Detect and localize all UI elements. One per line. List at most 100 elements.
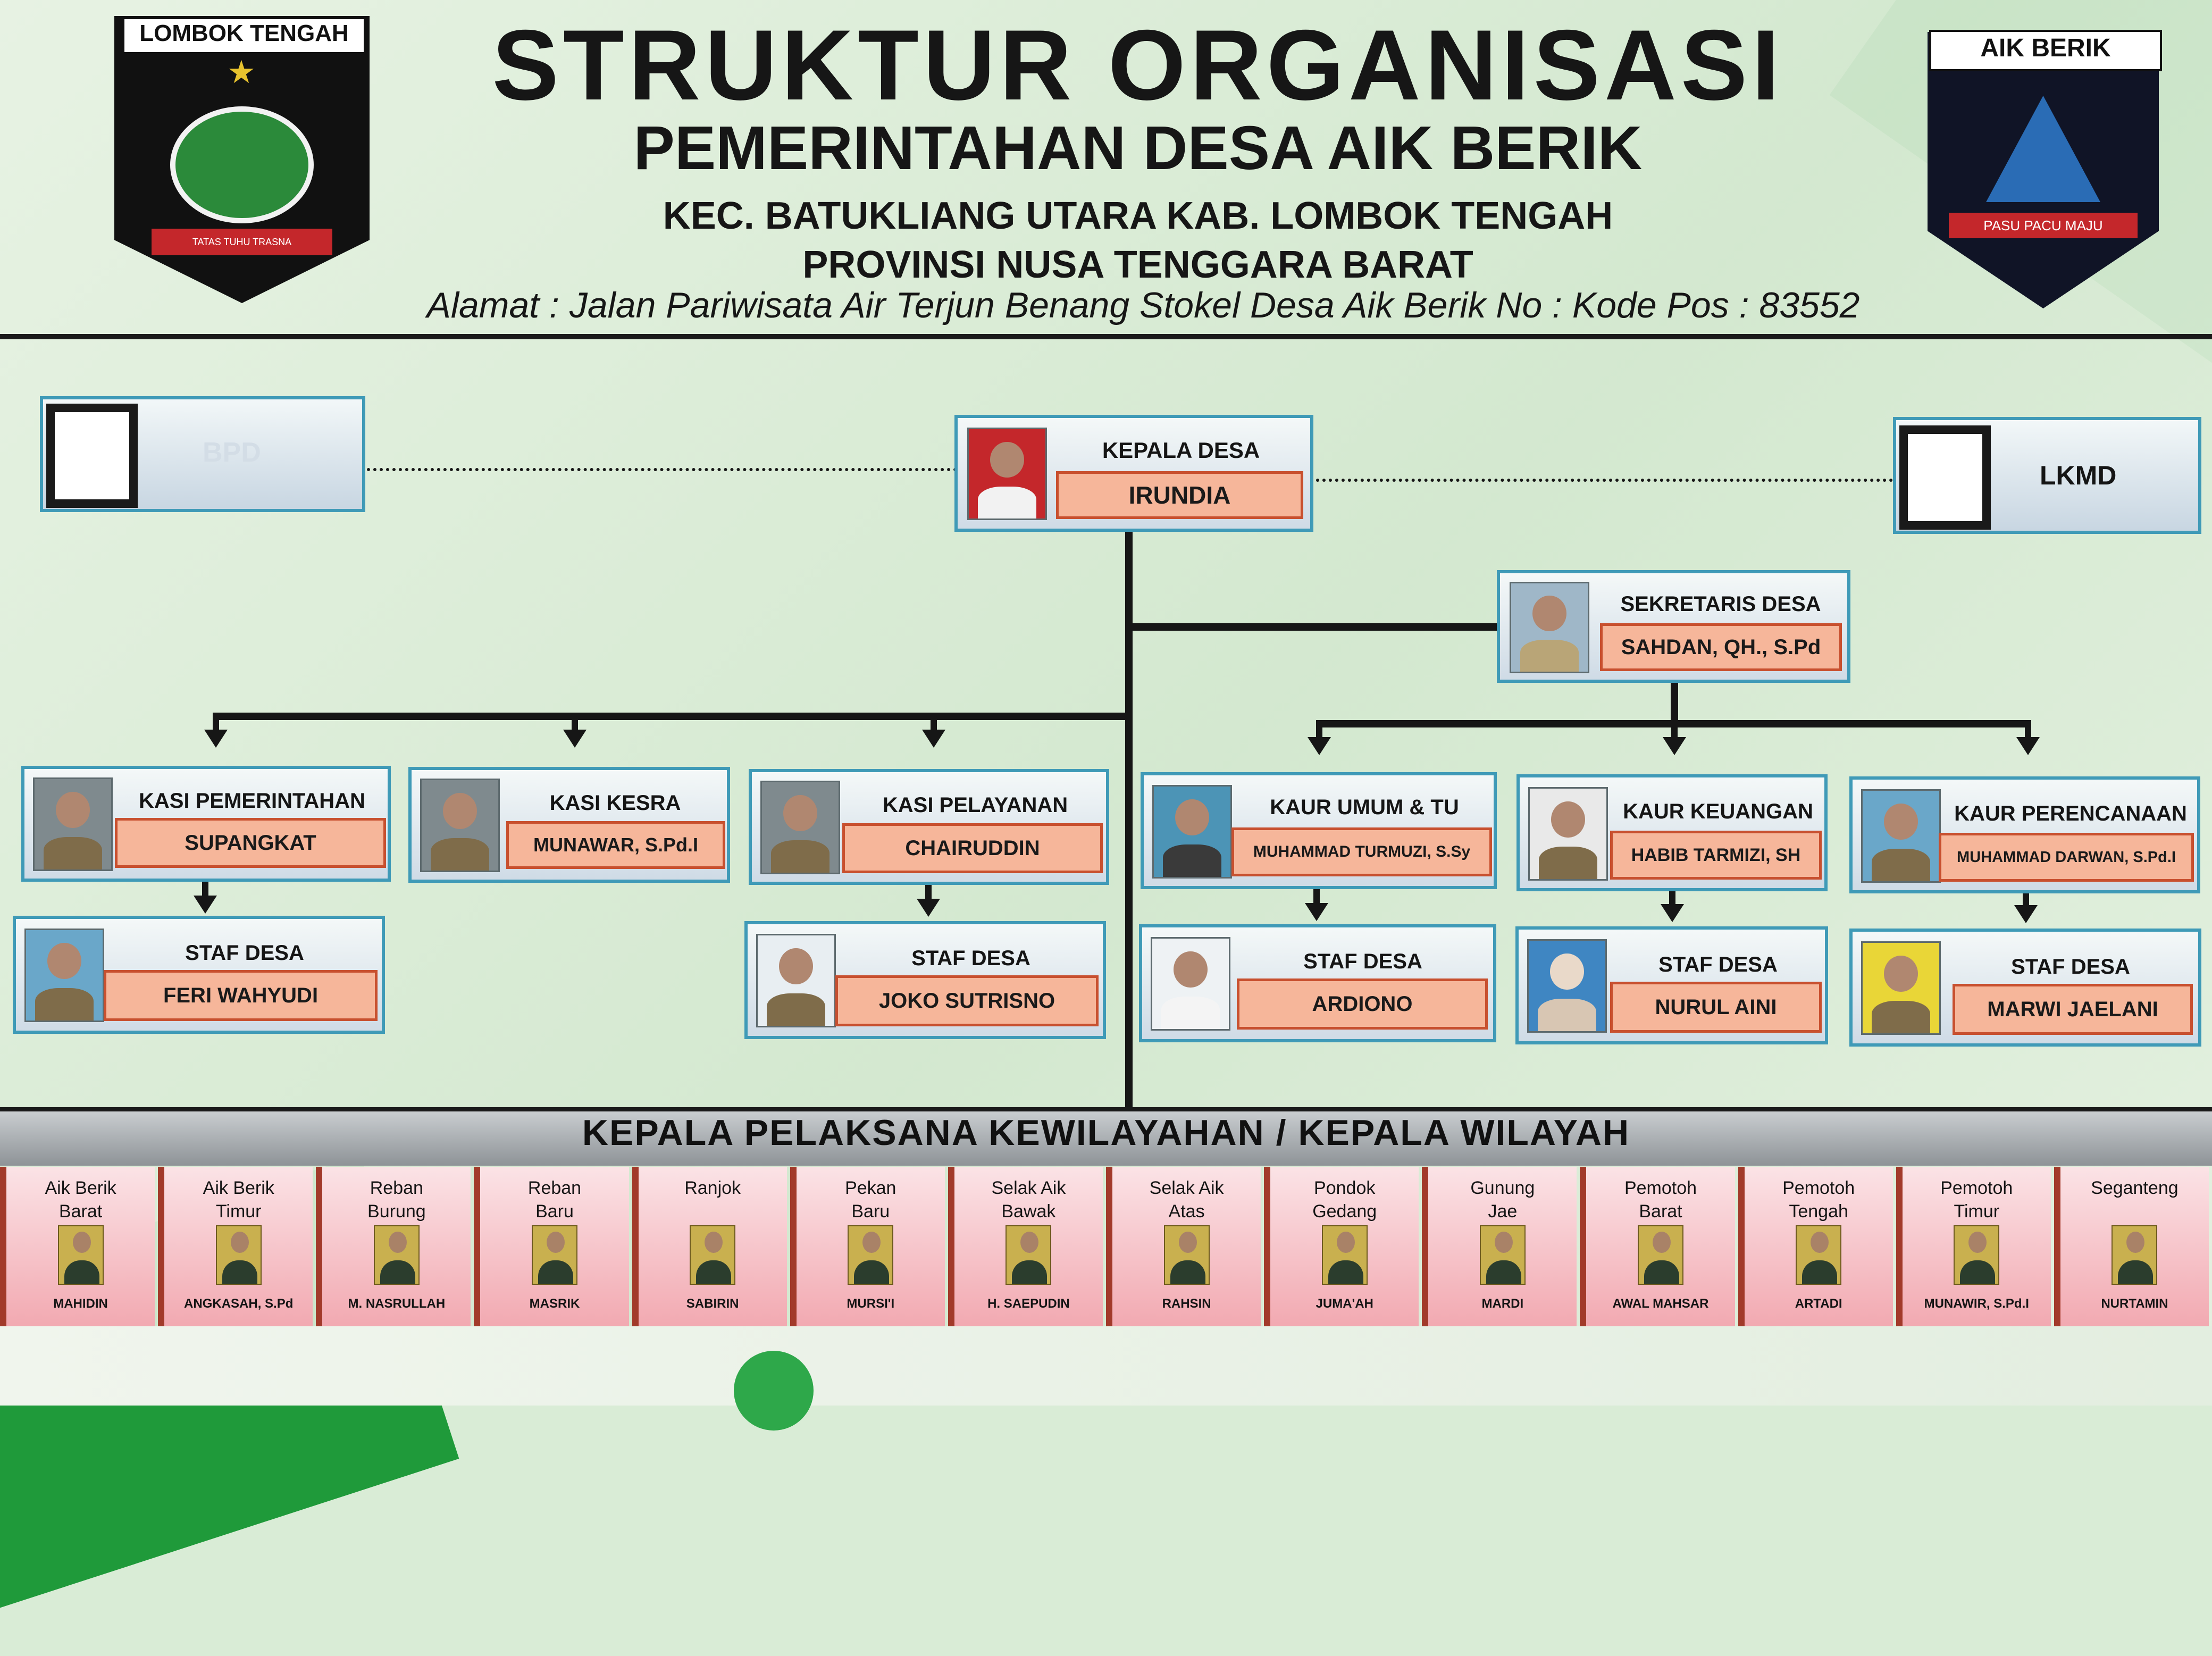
region-name: Aik Berik Barat bbox=[45, 1178, 116, 1222]
region-leader-name: ARTADI bbox=[1795, 1297, 1842, 1311]
staff-photo bbox=[1861, 941, 1941, 1035]
staff-card: STAF DESA JOKO SUTRISNO bbox=[744, 921, 1106, 1039]
kaur-name: MUHAMMAD TURMUZI, S.Sy bbox=[1231, 827, 1492, 876]
sekretaris-role: SEKRETARIS DESA bbox=[1620, 592, 1821, 616]
kaur-card: KAUR PERENCANAAN MUHAMMAD DARWAN, S.Pd.I bbox=[1849, 776, 2200, 893]
kaur-card: KAUR UMUM & TU MUHAMMAD TURMUZI, S.Sy bbox=[1141, 772, 1497, 889]
sekretaris-name: SAHDAN, QH., S.Pd bbox=[1600, 623, 1842, 671]
staff-role: STAF DESA bbox=[911, 947, 1030, 970]
bottom-strip bbox=[0, 1326, 2212, 1406]
staff-card: STAF DESA MARWI JAELANI bbox=[1849, 929, 2201, 1047]
kaur3-to-staff bbox=[2023, 893, 2029, 906]
page-subtitle: PEMERINTAHAN DESA AIK BERIK bbox=[633, 113, 1643, 182]
logo-ribbon: TATAS TUHU TRASNA bbox=[152, 229, 332, 255]
region-leader-name: H. SAEPUDIN bbox=[987, 1297, 1070, 1311]
kaur-name: HABIB TARMIZI, SH bbox=[1610, 831, 1822, 880]
kasi-role: KASI PELAYANAN bbox=[882, 793, 1068, 817]
logo-triangle bbox=[1986, 96, 2100, 202]
photo-body bbox=[1802, 1260, 1838, 1284]
photo-face bbox=[1494, 1232, 1513, 1253]
secretary-branch bbox=[1133, 623, 1497, 631]
staff-card: STAF DESA NURUL AINI bbox=[1515, 926, 1828, 1044]
staff-name: MARWI JAELANI bbox=[1953, 984, 2193, 1035]
kasi-photo bbox=[33, 777, 113, 871]
staff-photo bbox=[1151, 937, 1230, 1031]
region-name: Aik Berik Timur bbox=[203, 1178, 274, 1222]
region-name: Pemotoh Tengah bbox=[1782, 1178, 1855, 1222]
kasi-branch bbox=[213, 713, 1133, 720]
kaur-role: KAUR PERENCANAAN bbox=[1954, 802, 2187, 825]
photo-body bbox=[222, 1260, 257, 1284]
lkmd-connector bbox=[1316, 479, 1893, 482]
photo-face bbox=[1652, 1232, 1671, 1253]
photo-face bbox=[546, 1232, 565, 1253]
photo-body bbox=[1486, 1260, 1521, 1284]
kasi3-to-staff bbox=[925, 885, 932, 900]
province-line: PROVINSI NUSA TENGGARA BARAT bbox=[802, 244, 1473, 286]
kepala-desa-role: KEPALA DESA bbox=[1102, 438, 1260, 463]
staff-photo bbox=[1527, 939, 1607, 1033]
staff-card: STAF DESA FERI WAHYUDI bbox=[13, 916, 385, 1034]
kepala-desa-photo bbox=[967, 428, 1047, 520]
bpd-photo-frame bbox=[46, 404, 138, 508]
staff-photo bbox=[24, 929, 104, 1022]
kaur-role: KAUR UMUM & TU bbox=[1270, 796, 1459, 819]
kaur-drop-2 bbox=[1671, 720, 1678, 741]
region-leader-name: NURTAMIN bbox=[2101, 1297, 2168, 1311]
region-name: Gunung Jae bbox=[1470, 1178, 1535, 1222]
photo-body bbox=[380, 1260, 415, 1284]
region-leader-photo bbox=[1321, 1225, 1368, 1285]
region-leader-photo bbox=[848, 1225, 894, 1285]
photo-body bbox=[1170, 1260, 1205, 1284]
kaur-card: KAUR KEUANGAN HABIB TARMIZI, SH bbox=[1516, 774, 1828, 891]
region-leader-photo bbox=[1796, 1225, 1842, 1285]
arrow-icon bbox=[563, 730, 586, 748]
address-line: Alamat : Jalan Pariwisata Air Terjun Ben… bbox=[426, 285, 1860, 325]
photo-body bbox=[854, 1260, 890, 1284]
region-name: Reban Burung bbox=[367, 1178, 426, 1222]
photo-face bbox=[1968, 1232, 1987, 1253]
kaur-drop-1 bbox=[1316, 720, 1322, 741]
region-leader-name: AWAL MAHSAR bbox=[1612, 1297, 1709, 1311]
arrow-icon bbox=[922, 730, 945, 748]
region-leader-photo bbox=[215, 1225, 262, 1285]
staff-role: STAF DESA bbox=[185, 941, 304, 965]
region-leader-name: MAHIDIN bbox=[53, 1297, 108, 1311]
staff-card: STAF DESA ARDIONO bbox=[1139, 924, 1496, 1042]
photo-body bbox=[538, 1260, 573, 1284]
photo-body bbox=[2118, 1260, 2154, 1284]
region-name: Selak Aik Atas bbox=[1149, 1178, 1224, 1222]
kaur-name: MUHAMMAD DARWAN, S.Pd.I bbox=[1939, 833, 2194, 882]
kasi-drop-3 bbox=[931, 713, 937, 734]
region-leader-photo bbox=[1163, 1225, 1210, 1285]
region-leader-photo bbox=[373, 1225, 420, 1285]
photo-face bbox=[2126, 1232, 2145, 1253]
arrow-icon bbox=[204, 730, 228, 748]
region-name: Seganteng bbox=[2091, 1178, 2179, 1198]
region-cell: Reban Burung M. NASRULLAH bbox=[316, 1167, 471, 1326]
lkmd-box: LKMD bbox=[1893, 417, 2201, 534]
photo-body bbox=[1960, 1260, 1996, 1284]
region-leader-photo bbox=[2112, 1225, 2158, 1285]
region-leader-name: MARDI bbox=[1481, 1297, 1524, 1311]
district-line: KEC. BATUKLIANG UTARA KAB. LOMBOK TENGAH bbox=[663, 195, 1613, 237]
logo-emblem bbox=[170, 106, 314, 223]
photo-face bbox=[705, 1232, 723, 1253]
region-leader-name: M. NASRULLAH bbox=[348, 1297, 446, 1311]
kepala-desa-box: KEPALA DESA IRUNDIA bbox=[954, 415, 1313, 532]
sekretaris-photo bbox=[1510, 582, 1589, 673]
kasi-drop-1 bbox=[213, 713, 219, 734]
region-name: Selak Aik Bawak bbox=[991, 1178, 1066, 1222]
region-name: Ranjok bbox=[684, 1178, 741, 1198]
staff-name: FERI WAHYUDI bbox=[104, 970, 378, 1021]
decorative-dot bbox=[734, 1351, 814, 1431]
staff-name: JOKO SUTRISNO bbox=[835, 975, 1099, 1026]
kasi-photo bbox=[420, 779, 500, 872]
